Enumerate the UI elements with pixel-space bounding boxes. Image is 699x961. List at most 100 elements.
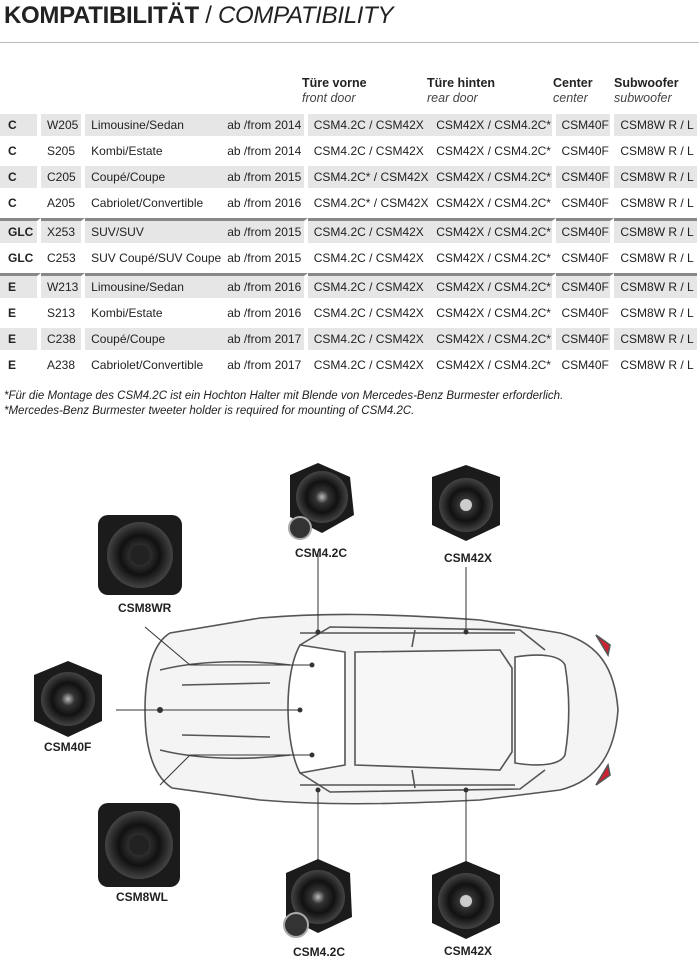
cell-front: CSM4.2C / CSM42X <box>307 354 431 380</box>
speaker-csm8wl <box>98 803 180 887</box>
column-header-de: Center <box>553 76 593 90</box>
cell-body: Limousine/Sedan <box>85 114 222 140</box>
cell-rear: CSM42X / CSM4.2C* <box>430 247 556 273</box>
cell-body: SUV Coupé/SUV Coupe <box>85 247 222 273</box>
cell-center: CSM40F <box>555 166 615 192</box>
cell-sub: CSM8W R / L <box>614 166 697 192</box>
cell-front: CSM4.2C / CSM42X <box>307 273 431 302</box>
column-header-center: Center center <box>553 76 593 106</box>
cell-body: Kombi/Estate <box>85 302 222 328</box>
cell-cls: E <box>0 328 41 354</box>
cell-sub: CSM8W R / L <box>614 140 697 166</box>
cell-cls: C <box>0 192 41 218</box>
title-divider <box>0 42 699 43</box>
leader-lines <box>116 553 467 863</box>
cell-model: S205 <box>40 140 86 166</box>
cell-body: Limousine/Sedan <box>85 273 222 302</box>
cell-rear: CSM42X / CSM4.2C* <box>430 328 556 354</box>
column-header-en: rear door <box>427 91 478 105</box>
column-header-front-door: Türe vorne front door <box>302 76 367 106</box>
cell-model: A205 <box>40 192 86 218</box>
cell-center: CSM40F <box>555 302 615 328</box>
column-header-en: center <box>553 91 588 105</box>
cell-center: CSM40F <box>555 140 615 166</box>
cell-year: ab /from 2017 <box>221 328 308 354</box>
title-separator: / <box>198 2 218 29</box>
cell-rear: CSM42X / CSM4.2C* <box>430 218 556 247</box>
speaker-csm42c-top <box>288 463 354 540</box>
title-de: KOMPATIBILITÄT <box>4 2 199 29</box>
speaker-csm42x-bottom <box>432 861 500 939</box>
speaker-csm42c-bottom <box>283 859 352 938</box>
cell-year: ab /from 2016 <box>221 302 308 328</box>
label-csm42x-top: CSM42X <box>444 551 493 565</box>
speaker-csm8wr <box>98 515 182 595</box>
cell-center: CSM40F <box>555 218 615 247</box>
cell-center: CSM40F <box>555 114 615 140</box>
cell-sub: CSM8W R / L <box>614 192 697 218</box>
cell-year: ab /from 2015 <box>221 166 308 192</box>
column-header-de: Türe vorne <box>302 76 367 90</box>
cell-model: C238 <box>40 328 86 354</box>
cell-body: SUV/SUV <box>85 218 222 247</box>
cell-year: ab /from 2016 <box>221 273 308 302</box>
cell-rear: CSM42X / CSM4.2C* <box>430 114 556 140</box>
cell-body: Kombi/Estate <box>85 140 222 166</box>
cell-year: ab /from 2017 <box>221 354 308 380</box>
cell-model: A238 <box>40 354 86 380</box>
cell-model: S213 <box>40 302 86 328</box>
cell-sub: CSM8W R / L <box>614 247 697 273</box>
label-csm8wl: CSM8WL <box>116 890 168 904</box>
label-csm8wr: CSM8WR <box>118 601 172 615</box>
cell-center: CSM40F <box>555 192 615 218</box>
cell-rear: CSM42X / CSM4.2C* <box>430 166 556 192</box>
cell-sub: CSM8W R / L <box>614 114 697 140</box>
cell-front: CSM4.2C / CSM42X <box>307 114 431 140</box>
cell-model: W205 <box>40 114 86 140</box>
cell-front: CSM4.2C / CSM42X <box>307 302 431 328</box>
cell-cls: E <box>0 354 41 380</box>
cell-model: C253 <box>40 247 86 273</box>
label-csm40f: CSM40F <box>44 740 92 754</box>
column-header-de: Subwoofer <box>614 76 679 90</box>
car-outline <box>144 613 619 805</box>
cell-cls: C <box>0 166 41 192</box>
cell-front: CSM4.2C / CSM42X <box>307 218 431 247</box>
cell-cls: GLC <box>0 247 41 273</box>
column-header-en: front door <box>302 91 356 105</box>
cell-body: Cabriolet/Convertible <box>85 192 222 218</box>
cell-model: C205 <box>40 166 86 192</box>
cell-cls: C <box>0 114 41 140</box>
cell-center: CSM40F <box>555 328 615 354</box>
cell-body: Cabriolet/Convertible <box>85 354 222 380</box>
cell-rear: CSM42X / CSM4.2C* <box>430 302 556 328</box>
footnote-de: *Für die Montage des CSM4.2C ist ein Hoc… <box>4 390 564 402</box>
cell-sub: CSM8W R / L <box>614 354 697 380</box>
cell-model: W213 <box>40 273 86 302</box>
cell-sub: CSM8W R / L <box>614 302 697 328</box>
label-csm42x-bottom: CSM42X <box>444 944 493 958</box>
speaker-csm42x-top <box>432 465 500 541</box>
cell-sub: CSM8W R / L <box>614 328 697 354</box>
cell-body: Coupé/Coupe <box>85 166 222 192</box>
cell-rear: CSM42X / CSM4.2C* <box>430 273 556 302</box>
cell-rear: CSM42X / CSM4.2C* <box>430 192 556 218</box>
speaker-placement-diagram <box>34 463 619 939</box>
cell-cls: GLC <box>0 218 41 247</box>
cell-model: X253 <box>40 218 86 247</box>
cell-year: ab /from 2016 <box>221 192 308 218</box>
label-csm42c-bottom: CSM4.2C <box>293 945 346 959</box>
cell-sub: CSM8W R / L <box>614 273 697 302</box>
cell-cls: E <box>0 273 41 302</box>
cell-sub: CSM8W R / L <box>614 218 697 247</box>
